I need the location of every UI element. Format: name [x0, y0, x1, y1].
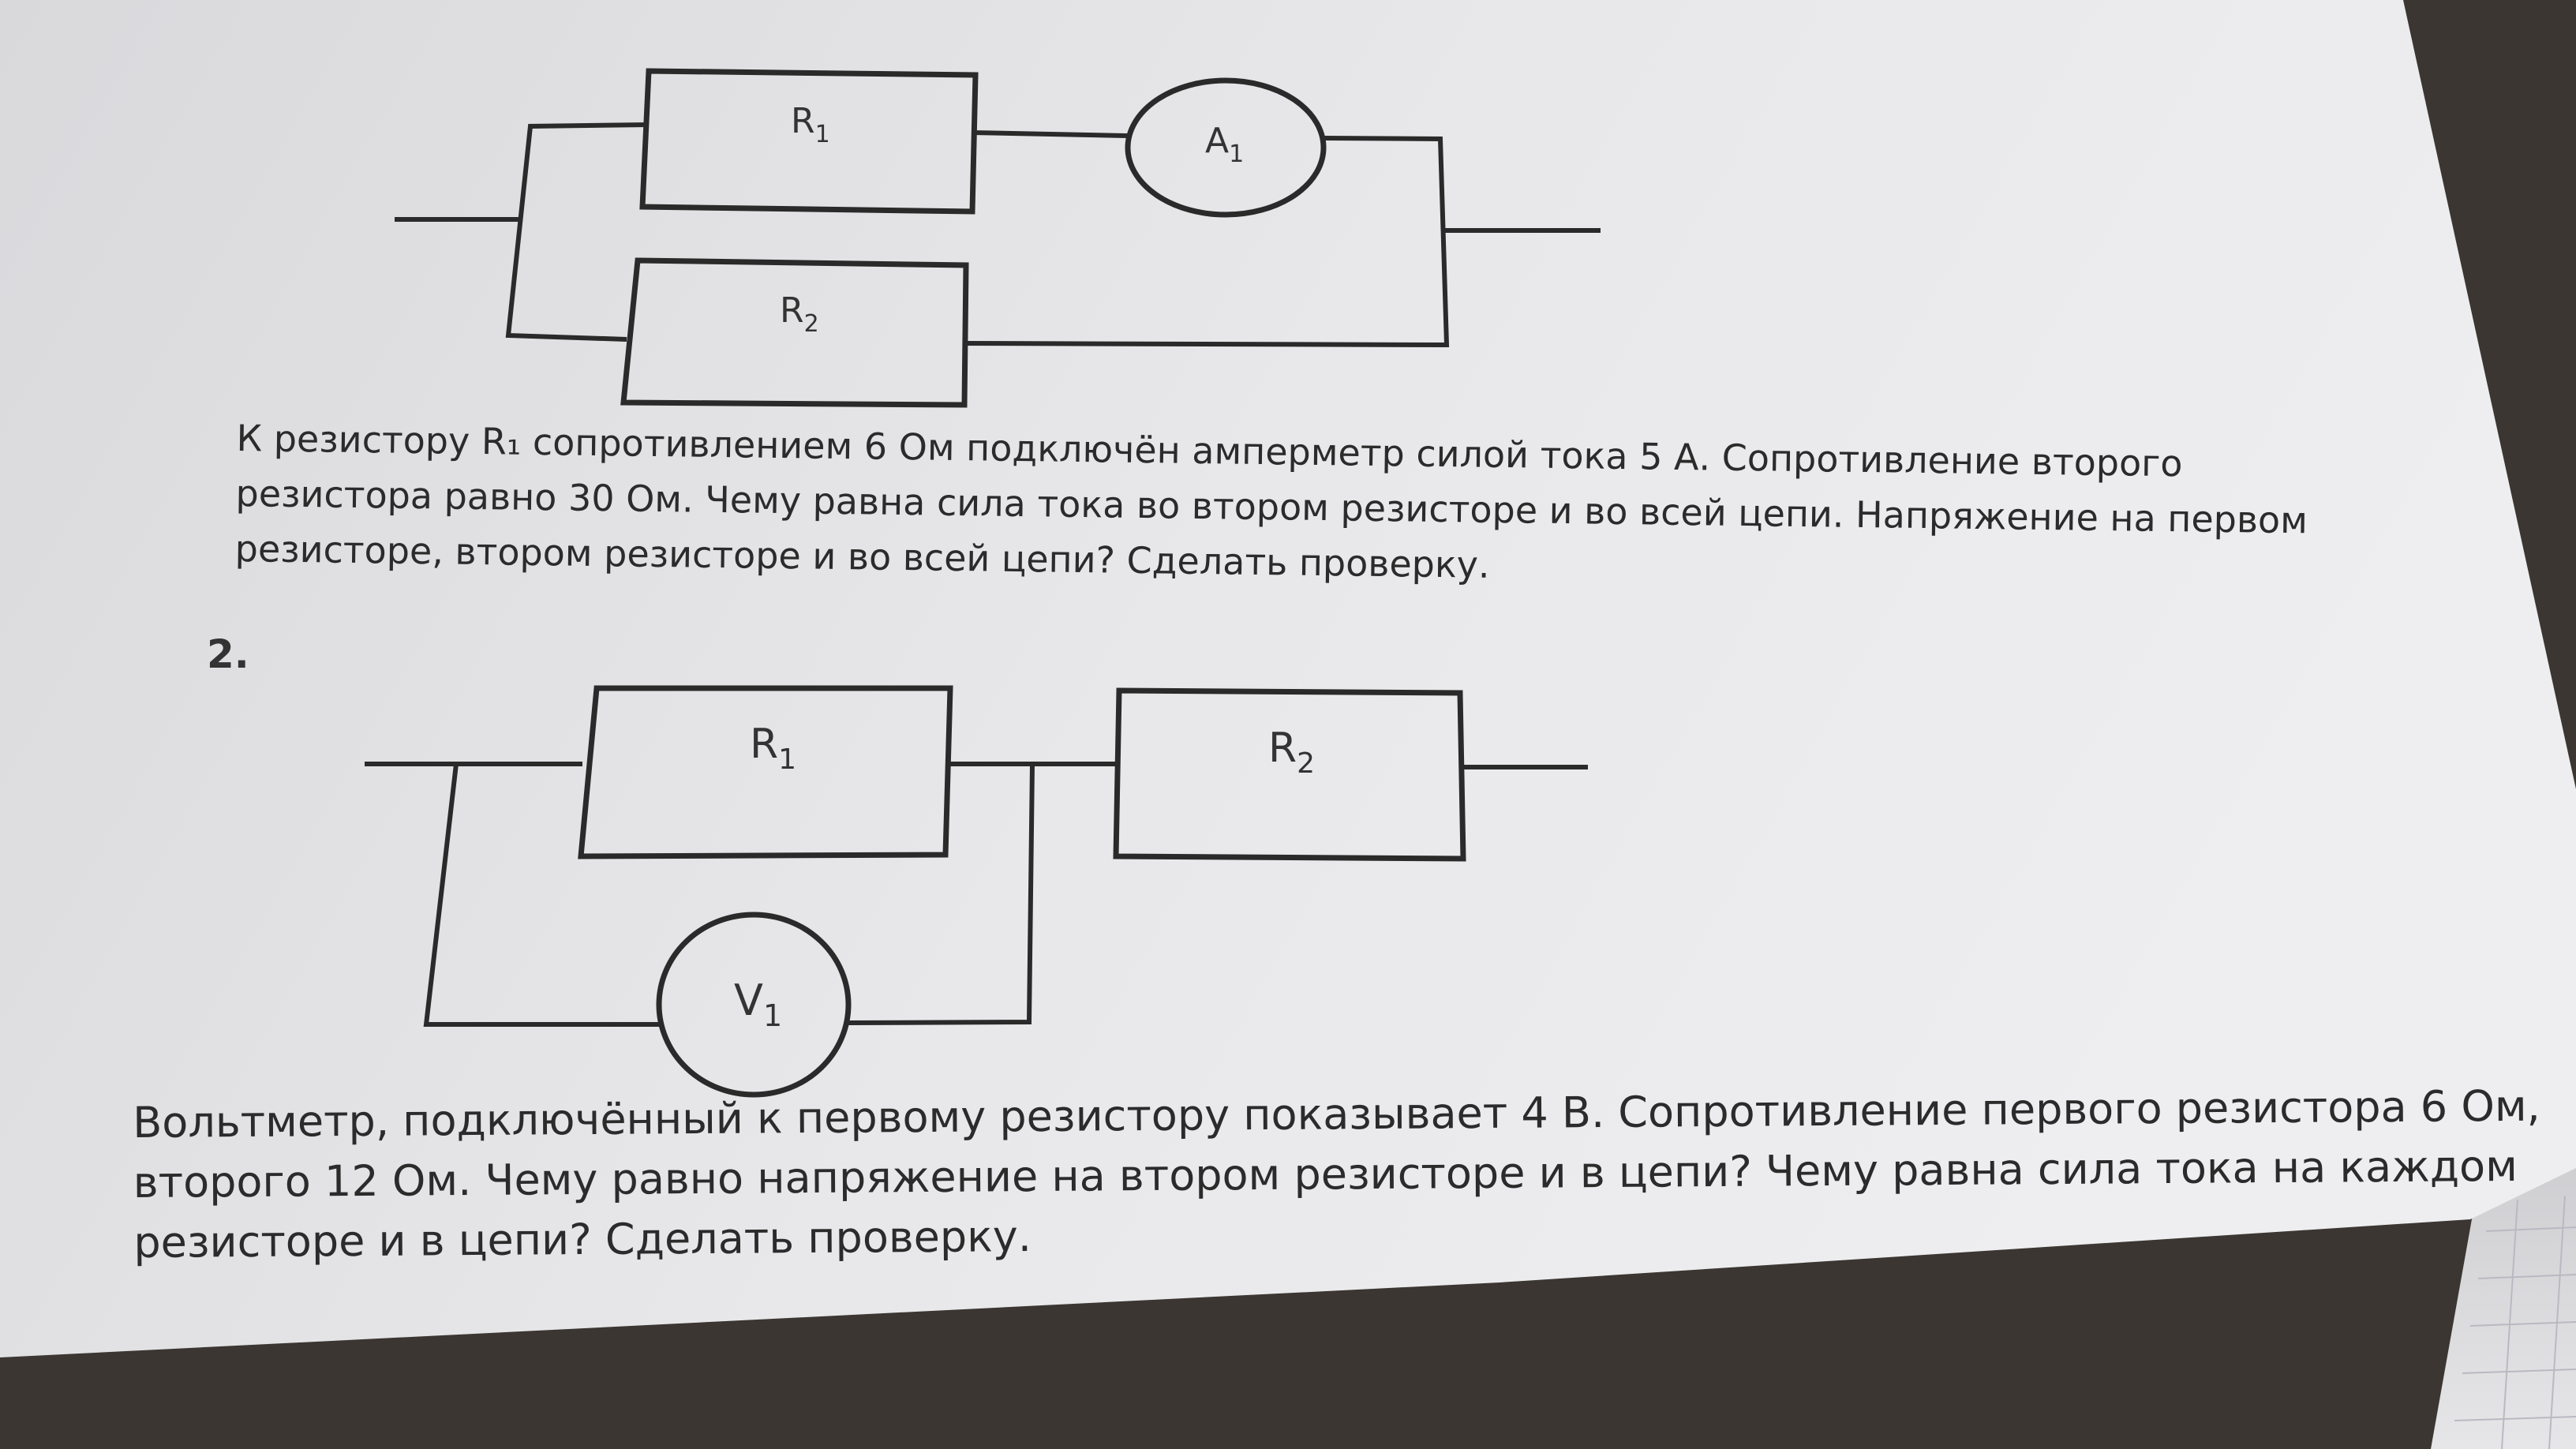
wire	[505, 122, 650, 342]
problem-2-number: 2.	[207, 631, 249, 677]
grid-paper-corner	[2454, 1195, 2576, 1449]
wire	[965, 136, 1450, 348]
paper-sheet	[0, 0, 2576, 1357]
wire	[423, 763, 659, 1027]
table-corner	[2431, 1168, 2576, 1449]
resistor-r2	[620, 257, 969, 408]
problem-2-text: Вольтметр, подключённый к первому резист…	[133, 1076, 2541, 1273]
resistor-r2-label: R2	[780, 290, 819, 338]
wire	[848, 763, 1035, 1025]
wire	[972, 130, 1128, 138]
resistor-r1-label: R1	[791, 101, 830, 148]
voltmeter-v1	[656, 912, 852, 1098]
ammeter-a1	[1125, 77, 1327, 218]
ammeter-a1-label: A1	[1205, 121, 1244, 168]
voltmeter-v1-label: V1	[734, 975, 782, 1033]
resistor-r2-label: R2	[1268, 724, 1315, 780]
resistor-r1	[639, 68, 979, 215]
resistor-r1-label: R1	[750, 721, 796, 776]
circuit-diagram-2	[365, 685, 1588, 1098]
resistor-r1	[578, 685, 953, 859]
resistor-r2	[1113, 687, 1466, 862]
circuit-diagram-1	[395, 68, 1601, 408]
problem-1-text: К резистору R₁ сопротивлением 6 Ом подкл…	[234, 410, 2308, 603]
